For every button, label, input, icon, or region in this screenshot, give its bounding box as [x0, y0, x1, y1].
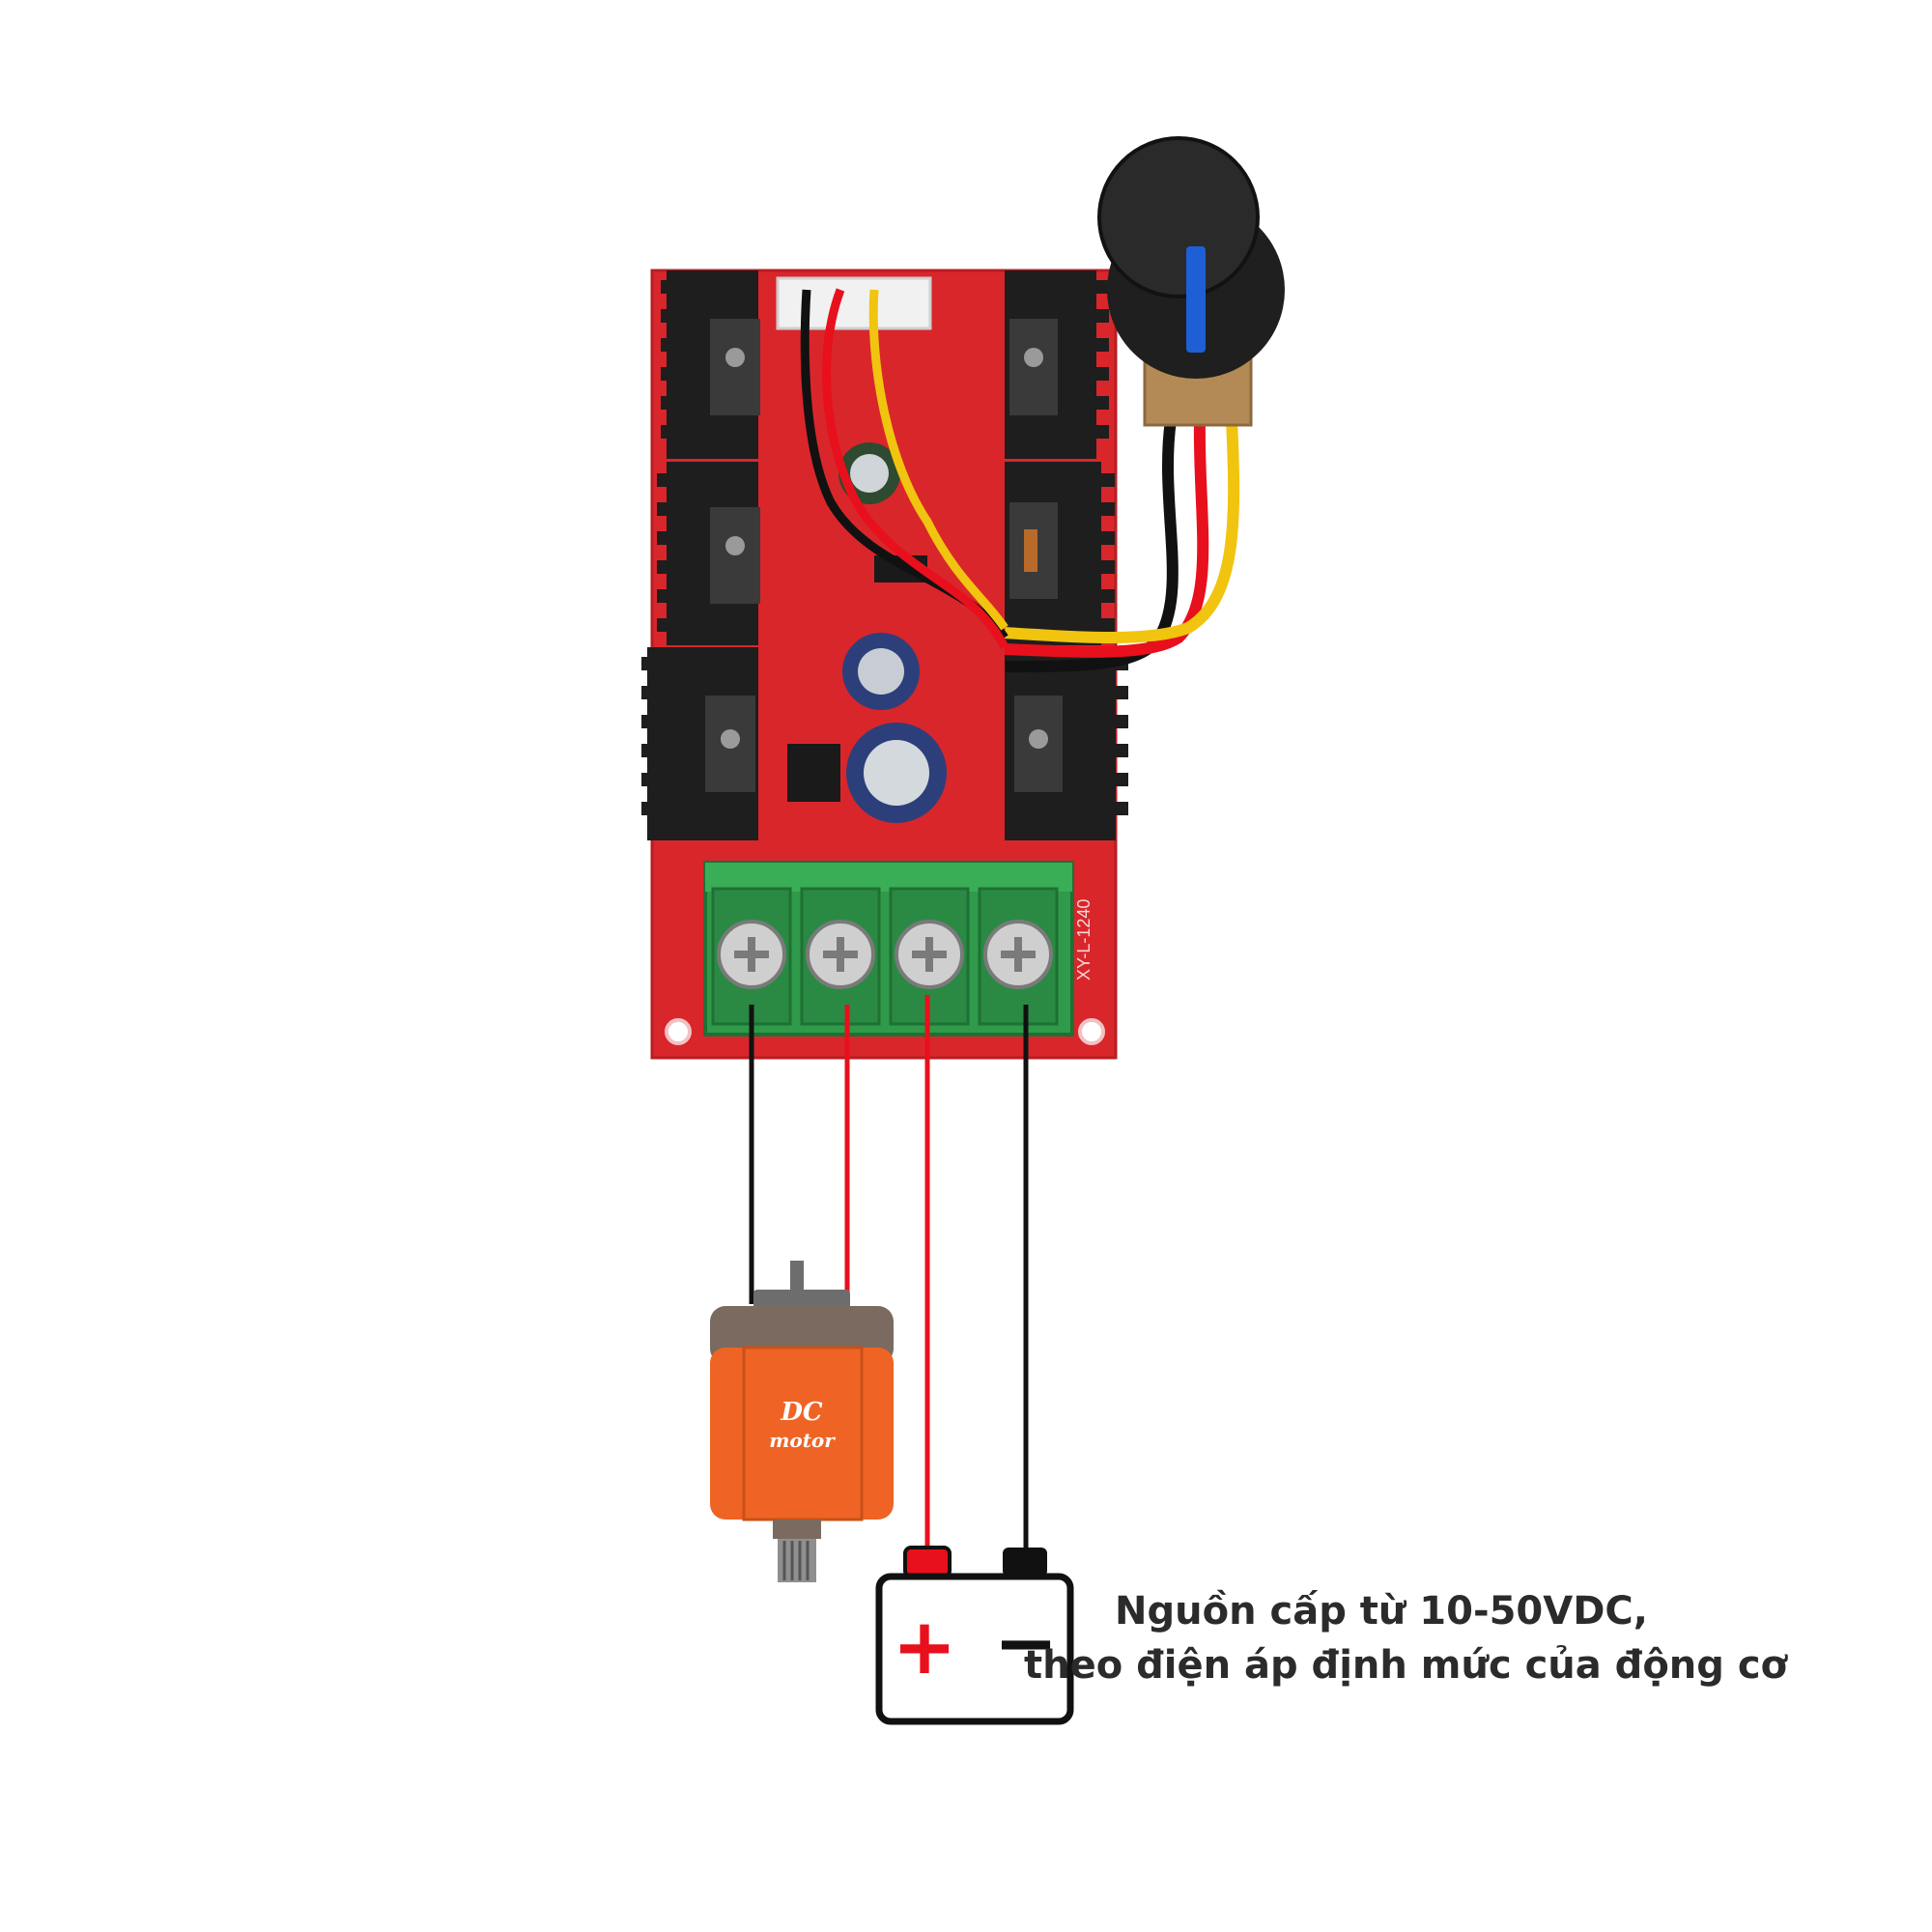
- terminal-screw-3[interactable]: [889, 887, 970, 1026]
- terminal-screw-1[interactable]: [711, 887, 792, 1026]
- mounting-hole: [1078, 1018, 1105, 1045]
- mosfets-left: [705, 319, 760, 792]
- caption-line-2: theo điện áp định mức của động cơ: [1024, 1643, 1788, 1688]
- mosfets-right: [1009, 319, 1063, 792]
- power-supply-caption: Nguồn cấp từ 10-50VDC, theo điện áp định…: [1024, 1584, 1788, 1692]
- capacitor-large: [846, 723, 947, 823]
- battery-icon: [875, 1546, 1074, 1725]
- caption-line-1: Nguồn cấp từ 10-50VDC,: [1115, 1589, 1648, 1634]
- terminal-screw-2[interactable]: [800, 887, 881, 1026]
- pot-knob[interactable]: [1097, 136, 1260, 298]
- pot-wire-red: [1004, 419, 1209, 658]
- regulator-chip: [787, 744, 840, 802]
- pot-wire-yellow: [1004, 419, 1240, 643]
- speed-potentiometer[interactable]: [800, 136, 1285, 672]
- battery-minus-symbol: −: [993, 1598, 1058, 1688]
- motor-label-dc: DC: [780, 1398, 823, 1427]
- terminal-screw-4[interactable]: [978, 887, 1059, 1026]
- motor-label-motor: motor: [769, 1429, 836, 1452]
- board-model-label: XY-L-1240: [1074, 899, 1094, 980]
- capacitor-mid: [842, 633, 920, 710]
- board-wire-yellow: [868, 289, 1009, 631]
- knob-indicator: [1186, 246, 1206, 353]
- mounting-hole: [665, 1018, 692, 1045]
- pot-connector: [776, 276, 932, 330]
- board-wire-red: [822, 288, 1009, 650]
- battery-plus-symbol: +: [892, 1602, 956, 1691]
- dc-motor-icon: [710, 1261, 894, 1582]
